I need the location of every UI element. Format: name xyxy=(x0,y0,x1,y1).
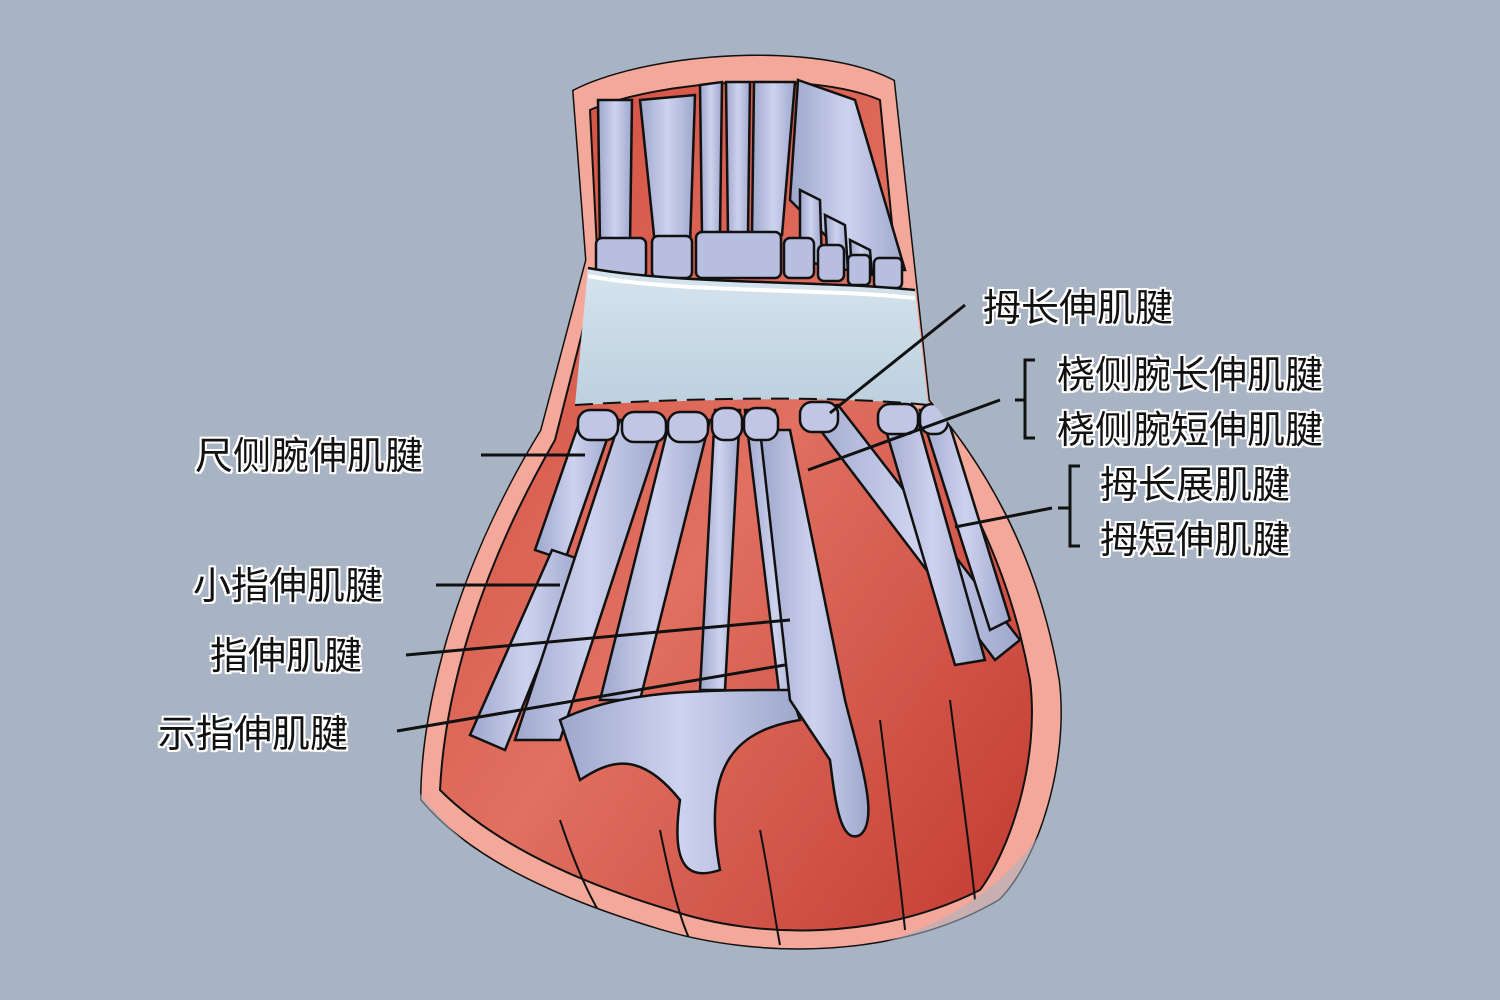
label-extensor-carpi-radialis-longus: 桡侧腕长伸肌腱 xyxy=(1057,353,1324,397)
label-extensor-pollicis-longus: 拇长伸肌腱 xyxy=(983,286,1174,330)
label-extensor-pollicis-brevis: 拇短伸肌腱 xyxy=(1100,518,1291,562)
label-extensor-digitorum: 指伸肌腱 xyxy=(210,634,363,678)
leader-lines xyxy=(396,303,1080,733)
label-abductor-pollicis-longus: 拇长展肌腱 xyxy=(1100,463,1291,507)
label-extensor-indicis: 示指伸肌腱 xyxy=(158,712,349,756)
label-extensor-digiti-minimi: 小指伸肌腱 xyxy=(193,564,384,608)
label-extensor-carpi-ulnaris: 尺侧腕伸肌腱 xyxy=(195,434,424,478)
label-extensor-carpi-radialis-brevis: 桡侧腕短伸肌腱 xyxy=(1057,408,1324,452)
